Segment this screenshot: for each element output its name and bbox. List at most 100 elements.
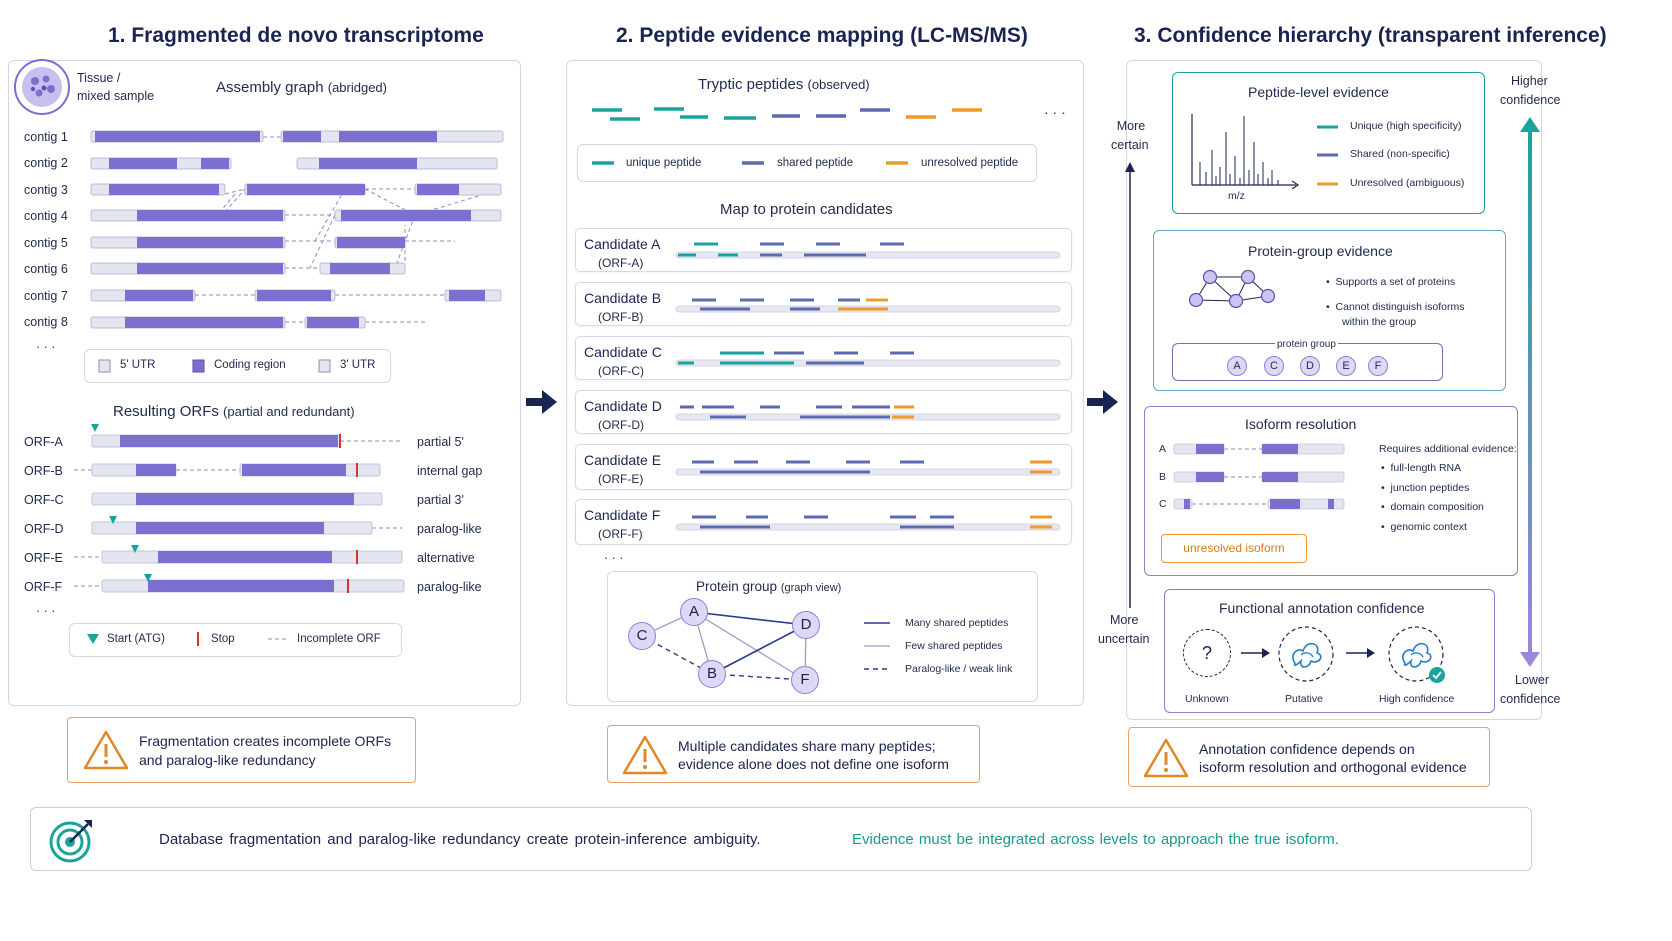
functional-unknown-label: Unknown (1185, 693, 1229, 705)
candidate-orf: (ORF-F) (598, 527, 643, 541)
candidate-card[interactable]: Candidate C (ORF-C) (575, 336, 1072, 380)
tryptic-peptides (592, 107, 982, 121)
orf-label: ORF-A (24, 435, 63, 449)
arrow-right-icon (1346, 648, 1375, 658)
isoform-req-item-text: genomic context (1390, 521, 1467, 533)
contig-label: contig 5 (24, 236, 68, 250)
orf-note: paralog-like (417, 522, 482, 536)
edge-legend-many: Many shared peptides (905, 617, 1009, 629)
graph-node[interactable]: C (628, 622, 656, 650)
legend-stop: Stop (211, 633, 235, 645)
group-member[interactable]: D (1300, 356, 1320, 376)
orf-tracks (74, 424, 405, 593)
legend-incomplete: Incomplete ORF (297, 633, 381, 645)
orf-note: paralog-like (417, 580, 482, 594)
candidate-card[interactable]: Candidate E (ORF-E) (575, 444, 1072, 490)
graph-node[interactable]: B (698, 660, 726, 688)
isoform-req-item-text: domain composition (1390, 501, 1484, 513)
candidate-orf: (ORF-C) (598, 364, 644, 378)
isoform-req-item: • full-length RNA (1381, 462, 1462, 474)
legend-coding: Coding region (214, 359, 286, 371)
tissue-label: Tissue / (77, 71, 121, 85)
group-member[interactable]: C (1264, 356, 1284, 376)
protein-group-label: protein group (1275, 339, 1338, 350)
isoform-row-label: C (1159, 498, 1167, 510)
candidate-name: Candidate E (584, 452, 662, 468)
protein-network-icon (1188, 269, 1276, 309)
candidate-name: Candidate C (584, 344, 662, 360)
isoform-row-label: B (1159, 471, 1167, 483)
candidate-tracks (675, 242, 1061, 531)
more-uncertain-1: More (1110, 613, 1139, 627)
candidate-card[interactable]: Candidate D (ORF-D) (575, 390, 1072, 434)
orf-label: ORF-E (24, 551, 63, 565)
warning-icon (1143, 738, 1189, 778)
orf-note: internal gap (417, 464, 483, 478)
graph-node[interactable]: A (680, 598, 708, 626)
functional-title: Functional annotation confidence (1219, 600, 1425, 616)
warning-3-line2: isoform resolution and orthogonal eviden… (1199, 759, 1467, 775)
coding-swatch-icon (192, 359, 205, 373)
candidate-orf: (ORF-E) (598, 472, 644, 486)
warning-box-2: Multiple candidates share many peptides;… (607, 725, 980, 783)
warning-icon (622, 735, 668, 775)
candidate-card[interactable]: Candidate A (ORF-A) (575, 228, 1072, 272)
warning-icon (83, 730, 129, 770)
group-member[interactable]: A (1227, 356, 1247, 376)
contig-label: contig 4 (24, 209, 68, 223)
arrow-right-icon (1087, 390, 1118, 414)
legend-unique: unique peptide (626, 157, 702, 169)
warning-2-line1: Multiple candidates share many peptides; (678, 738, 936, 754)
isoform-tracks (1173, 443, 1345, 510)
orf-legend (69, 623, 402, 657)
orf-label: ORF-D (24, 522, 64, 536)
orf-title-sub: (partial and redundant) (223, 404, 355, 419)
group-member[interactable]: E (1336, 356, 1356, 376)
tissue-label-2: mixed sample (77, 89, 155, 103)
orf-label: ORF-F (24, 580, 63, 594)
warning-3-line1: Annotation confidence depends on (1199, 741, 1415, 757)
legend-shared: shared peptide (777, 157, 854, 169)
graph-node[interactable]: F (791, 666, 819, 694)
warning-box-3: Annotation confidence depends on isoform… (1128, 727, 1490, 787)
lower-confidence-2: confidence (1500, 692, 1561, 706)
contig-label: contig 6 (24, 262, 68, 276)
more-certain-1: More (1116, 119, 1146, 133)
orf-title: Resulting ORFs (partial and redundant) (113, 403, 355, 420)
candidate-card[interactable]: Candidate B (ORF-B) (575, 282, 1072, 326)
shared-swatch-icon (742, 161, 764, 165)
start-triangle-icon (87, 634, 99, 644)
unknown-question-icon: ? (1183, 629, 1231, 677)
peptide-level-box (1172, 72, 1485, 214)
peptide-legend (577, 144, 1037, 182)
lower-confidence-1: Lower (1515, 673, 1550, 687)
orf-label: ORF-B (24, 464, 63, 478)
candidate-orf: (ORF-A) (598, 256, 644, 270)
isoform-req-item: • junction peptides (1381, 482, 1470, 494)
utr3-swatch-icon (318, 359, 331, 373)
mass-spectrum-icon (1191, 114, 1300, 190)
target-icon (49, 820, 92, 863)
candidate-name: Candidate A (584, 236, 661, 252)
section-title-3: 3. Confidence hierarchy (transparent inf… (1134, 24, 1607, 47)
more-certain-2: certain (1111, 138, 1149, 152)
edge-legend-icons (864, 622, 890, 670)
functional-high-label: High confidence (1379, 693, 1455, 705)
legend-start: Start (ATG) (107, 633, 165, 645)
protein-group-bullet-2: • Cannot distinguish isoforms (1326, 301, 1465, 313)
protein-group-title: Protein group (graph view) (696, 579, 841, 594)
functional-putative-label: Putative (1285, 693, 1323, 705)
certainty-arrow-icon (1125, 162, 1135, 608)
peptide-unresolved-label: Unresolved (ambiguous) (1350, 177, 1465, 189)
protein-group-bullet-2b: within the group (1342, 316, 1417, 328)
graph-node[interactable]: D (792, 611, 820, 639)
group-member[interactable]: F (1368, 356, 1388, 376)
candidate-card[interactable]: Candidate F (ORF-F) (575, 499, 1072, 545)
candidate-name: Candidate D (584, 398, 662, 414)
evidence-swatches-icon (1317, 125, 1338, 186)
more-uncertain-2: uncertain (1098, 632, 1150, 646)
incomplete-dash-icon (268, 638, 288, 640)
protein-group-title-sub: (graph view) (780, 582, 842, 594)
isoform-req-item-text: junction peptides (1390, 482, 1470, 494)
peptide-unique-label: Unique (high specificity) (1350, 120, 1462, 132)
